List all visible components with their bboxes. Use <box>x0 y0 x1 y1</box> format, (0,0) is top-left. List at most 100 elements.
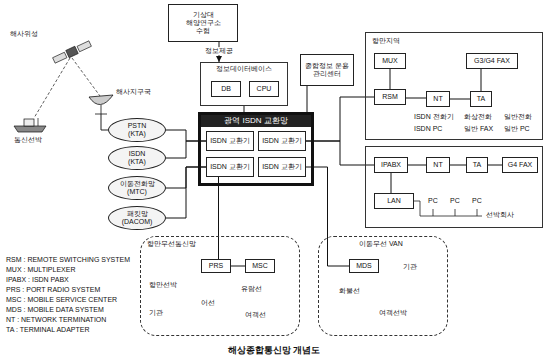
device-box: G3/G4 FAX <box>466 53 518 69</box>
annotation-label: PC <box>428 197 438 205</box>
node-text: TA <box>477 95 485 103</box>
network-oval: 패킷망(DACOM) <box>108 206 166 230</box>
node-text: DB <box>221 85 231 93</box>
network-oval: ISDN(KTA) <box>108 146 166 170</box>
connector <box>450 99 470 100</box>
node-text: NT <box>433 95 442 103</box>
ship-icon <box>14 118 46 132</box>
abbreviation-note: IPABX : ISDN PABX <box>6 276 69 284</box>
connector <box>481 69 482 91</box>
connector <box>231 266 245 267</box>
connector <box>406 98 426 99</box>
node-text: TA <box>473 161 481 169</box>
connector <box>488 165 502 166</box>
database-service-box: DB CPU 정보데이터베이스 <box>200 62 288 106</box>
node-title: 광역 ISDN 교환망 <box>201 115 311 127</box>
node-text: NT <box>433 161 442 169</box>
device-box: MUX <box>374 53 406 69</box>
annotation-label: ISDN 전화기 <box>414 113 454 121</box>
node-text: 이동전화망 <box>120 180 155 188</box>
annotation-label: 화물선 <box>339 287 360 295</box>
abbreviation-note: NT : NETWORK TERMINATION <box>6 316 106 324</box>
annotation-label: 기관 <box>403 263 417 271</box>
node-text: G4 FAX <box>508 161 533 169</box>
node-title: 항만무선통신망 <box>147 240 196 248</box>
earth-station-dish <box>89 95 113 114</box>
connector <box>306 141 374 165</box>
network-oval: 이동전화망(MTC) <box>108 176 166 200</box>
node-text: MSC <box>252 262 268 270</box>
node-text: (DACOM) <box>122 218 153 226</box>
switch-box: ISDN 교환기 <box>206 157 254 177</box>
caption: 해상종합통신망 개념도 <box>0 344 548 357</box>
node-text: (KTA) <box>128 130 146 138</box>
abbreviation-note: RSM : REMOTE SWITCHING SYSTEM <box>6 256 130 264</box>
node-text: (KTA) <box>128 158 146 166</box>
node-text: ISDN 교환기 <box>262 163 302 171</box>
annotation-label: PC <box>472 197 482 205</box>
node-text: 해양연구소 <box>186 19 221 27</box>
annotation-label: 유람선 <box>241 285 262 293</box>
node-text: 종합정보 운용관리센터 <box>303 62 351 78</box>
node-text: LAN <box>387 197 401 205</box>
annotation-label: 어선 <box>201 299 215 307</box>
node-title: 이동무선 VAN <box>359 240 403 248</box>
info-source-box: 기상대해양연구소수협 <box>168 4 238 42</box>
node-text: G3/G4 FAX <box>474 57 510 65</box>
annotation-label: 통신선박 <box>14 136 42 144</box>
annotation-label: 해사위성 <box>10 30 38 38</box>
connector <box>390 69 391 89</box>
annotation-label: 여객선박 <box>379 309 407 317</box>
device-box: PRS <box>201 259 231 273</box>
annotation-label: 일반 PC <box>504 125 530 133</box>
node-text: 기상대 <box>193 11 214 19</box>
annotation-label: 일반 FAX <box>464 125 493 133</box>
node-text: 패킷망 <box>127 210 148 218</box>
switch-box: ISDN 교환기 <box>258 131 306 151</box>
annotation-label: 일반전화 <box>504 113 532 121</box>
switch-box: ISDN 교환기 <box>258 157 306 177</box>
node-text: PRS <box>209 262 223 270</box>
operation-center-box: 종합정보 운용관리센터 <box>300 54 354 86</box>
annotation-label: 항만선박 <box>149 281 177 289</box>
node-text: 수협 <box>196 27 210 35</box>
node-text: PSTN <box>128 122 147 130</box>
node-title: 선박회사 <box>486 211 514 219</box>
device-box: CPU <box>249 81 279 97</box>
device-box: MSC <box>245 259 275 273</box>
node-title: 항만지역 <box>372 37 400 45</box>
connector <box>408 165 426 166</box>
area-panel: MUX RSM NT TA G3/G4 FAX 항만지역 <box>365 32 543 140</box>
connector <box>306 97 374 141</box>
device-box: NT <box>426 157 450 173</box>
device-box: NT <box>426 91 450 107</box>
annotation-label: PC <box>450 197 460 205</box>
abbreviation-note: TA : TERMINAL ADAPTER <box>6 326 90 334</box>
satellite-icon <box>52 40 92 64</box>
node-text: RSM <box>382 93 398 101</box>
device-box: TA <box>466 157 488 173</box>
lan-bus <box>414 201 482 216</box>
connector <box>391 173 392 193</box>
area-panel: IPABXNTTAG4 FAXLAN선박회사 <box>365 146 543 228</box>
annotation-label: 화상전화 <box>464 113 492 121</box>
satellite-beams <box>34 58 100 118</box>
device-box: TA <box>470 91 492 107</box>
abbreviation-note: MUX : MULTIPLEXER <box>6 266 76 274</box>
device-box: DB <box>211 81 241 97</box>
device-box: G4 FAX <box>502 157 538 173</box>
node-text: ISDN 교환기 <box>210 163 250 171</box>
node-title: 정보데이터베이스 <box>201 65 287 73</box>
device-box: MDS <box>349 259 379 273</box>
annotation-label: 기관 <box>149 309 163 317</box>
annotation-label: 해사지구국 <box>116 88 151 96</box>
abbreviation-note: PRS : PORT RADIO SYSTEM <box>6 286 100 294</box>
node-text: ISDN <box>129 150 146 158</box>
node-text: ISDN 교환기 <box>210 137 250 145</box>
node-text: ISDN 교환기 <box>262 137 302 145</box>
device-box: RSM <box>374 89 406 105</box>
connector-label: 정보제공 <box>204 47 234 55</box>
connector <box>450 165 466 166</box>
connector <box>218 177 219 259</box>
station-link <box>101 114 108 130</box>
